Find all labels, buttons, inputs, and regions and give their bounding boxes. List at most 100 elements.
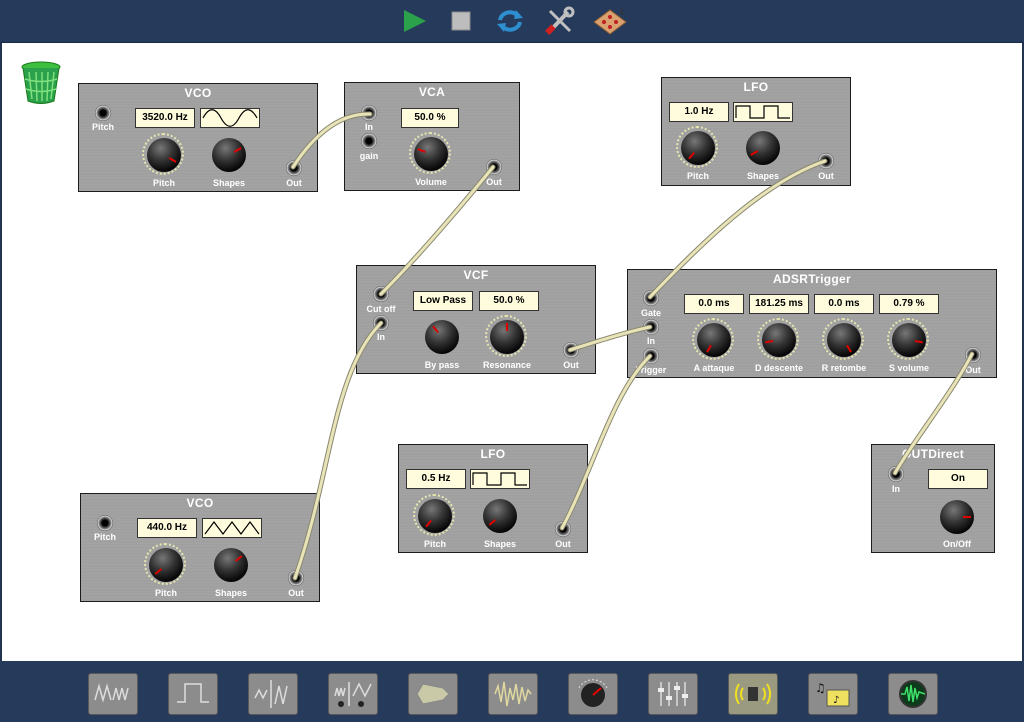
output-label: Out (563, 360, 579, 370)
output-jack[interactable] (555, 521, 571, 537)
pitch-knob[interactable] (142, 133, 184, 175)
state-display[interactable]: On (928, 469, 988, 489)
frequency-display[interactable]: 440.0 Hz (137, 518, 197, 538)
patch-canvas[interactable]: VCO Pitch 3520.0 Hz Pitch Shapes Out VCA… (2, 43, 1022, 661)
onoff-knob[interactable] (940, 500, 974, 534)
svg-text:4: 4 (619, 8, 624, 17)
output-label: Out (288, 588, 304, 598)
envelope-palette-icon[interactable] (408, 673, 458, 715)
output-jack[interactable] (486, 159, 502, 175)
output-jack[interactable] (818, 153, 834, 169)
attack-display[interactable]: 0.0 ms (684, 294, 744, 314)
input-jack[interactable] (361, 105, 377, 121)
pitch-knob[interactable] (676, 126, 718, 168)
pitch-knob[interactable] (413, 494, 455, 536)
volume-knob-label: Volume (415, 177, 447, 187)
module-title: LFO (480, 447, 506, 461)
input-jack[interactable] (888, 466, 904, 482)
pitch-knob[interactable] (144, 543, 186, 585)
resonance-display[interactable]: 50.0 % (479, 291, 539, 311)
knob-palette-icon[interactable] (568, 673, 618, 715)
vco-module-1[interactable]: VCO Pitch 3520.0 Hz Pitch Shapes Out (78, 83, 318, 192)
triangle-wave-icon[interactable] (202, 518, 262, 538)
shapes-knob[interactable] (212, 138, 246, 172)
cutoff-input-jack[interactable] (373, 286, 389, 302)
mixer-palette-icon[interactable] (648, 673, 698, 715)
gain-input-jack[interactable] (361, 133, 377, 149)
square-wave-icon[interactable] (733, 102, 793, 122)
bypass-knob[interactable] (425, 320, 459, 354)
frequency-display[interactable]: 0.5 Hz (406, 469, 466, 489)
modulation-palette-icon[interactable] (328, 673, 378, 715)
module-title: ADSRTrigger (773, 272, 851, 286)
input-jack[interactable] (643, 319, 659, 335)
scope-palette-icon[interactable] (888, 673, 938, 715)
trigger-input-jack[interactable] (643, 348, 659, 364)
frequency-display[interactable]: 1.0 Hz (669, 102, 729, 122)
attack-knob-label: A attaque (693, 363, 735, 373)
sampler-palette-icon[interactable] (488, 673, 538, 715)
oscillator-palette-icon[interactable] (88, 673, 138, 715)
output-jack[interactable] (288, 570, 304, 586)
sustain-display[interactable]: 0.79 % (879, 294, 939, 314)
refresh-icon[interactable] (494, 6, 526, 36)
speaker-palette-icon[interactable] (728, 673, 778, 715)
input-label: In (892, 484, 900, 494)
sine-wave-icon[interactable] (200, 108, 260, 128)
sustain-knob-label: S volume (888, 363, 930, 373)
adsr-trigger-module[interactable]: ADSRTrigger Gate In Trigger 0.0 ms 181.2… (627, 269, 997, 378)
pitch-knob-label: Pitch (423, 539, 447, 549)
frequency-display[interactable]: 3520.0 Hz (135, 108, 195, 128)
stop-icon[interactable] (446, 6, 478, 36)
shapes-knob-label: Shapes (483, 539, 517, 549)
lfo-module-2[interactable]: LFO 0.5 Hz Pitch Shapes Out (398, 444, 588, 553)
pitch-knob-label: Pitch (154, 588, 178, 598)
output-label: Out (286, 178, 302, 188)
output-label: Out (965, 365, 981, 375)
play-icon[interactable] (398, 6, 430, 36)
output-jack[interactable] (286, 160, 302, 176)
vca-module[interactable]: VCA In gain 50.0 % Volume Out (344, 82, 520, 191)
shapes-knob[interactable] (483, 499, 517, 533)
pitch-knob-label: Pitch (152, 178, 176, 188)
vcf-module[interactable]: VCF Cut off In Low Pass 50.0 % By pass R… (356, 265, 596, 374)
resonance-knob-label: Resonance (482, 360, 532, 370)
release-display[interactable]: 0.0 ms (814, 294, 874, 314)
input-jack[interactable] (373, 315, 389, 331)
trash-icon[interactable] (20, 59, 62, 105)
filter-mode-display[interactable]: Low Pass (413, 291, 473, 311)
pitch-input-jack[interactable] (95, 105, 111, 121)
shapes-knob-label: Shapes (214, 588, 248, 598)
release-knob-label: R retombe (821, 363, 867, 373)
output-jack[interactable] (965, 347, 981, 363)
output-label: Out (486, 177, 502, 187)
resonance-knob[interactable] (485, 315, 527, 357)
shapes-knob[interactable] (746, 131, 780, 165)
pitch-input-jack[interactable] (97, 515, 113, 531)
outdirect-module[interactable]: OUTDirect In On On/Off (871, 444, 995, 553)
attack-knob[interactable] (692, 318, 734, 360)
sustain-knob[interactable] (887, 318, 929, 360)
patch-icon[interactable]: 4 (592, 6, 627, 36)
module-title: LFO (743, 80, 769, 94)
square-wave-palette-icon[interactable] (168, 673, 218, 715)
square-wave-icon[interactable] (470, 469, 530, 489)
onoff-knob-label: On/Off (943, 539, 971, 549)
svg-text:♫: ♫ (815, 681, 826, 695)
sequencer-palette-icon[interactable]: ♫♪ (808, 673, 858, 715)
volume-knob[interactable] (409, 132, 451, 174)
lfo-module-1[interactable]: LFO 1.0 Hz Pitch Shapes Out (661, 77, 851, 186)
output-label: Out (818, 171, 834, 181)
vco-module-2[interactable]: VCO Pitch 440.0 Hz Pitch Shapes Out (80, 493, 320, 602)
gain-label: gain (359, 151, 379, 161)
volume-display[interactable]: 50.0 % (401, 108, 459, 128)
shapes-knob[interactable] (214, 548, 248, 582)
gate-input-jack[interactable] (643, 290, 659, 306)
decay-display[interactable]: 181.25 ms (749, 294, 809, 314)
settings-tools-icon[interactable] (544, 6, 576, 36)
decay-knob[interactable] (757, 318, 799, 360)
input-label: In (647, 336, 655, 346)
output-jack[interactable] (563, 342, 579, 358)
release-knob[interactable] (822, 318, 864, 360)
filter-palette-icon[interactable] (248, 673, 298, 715)
